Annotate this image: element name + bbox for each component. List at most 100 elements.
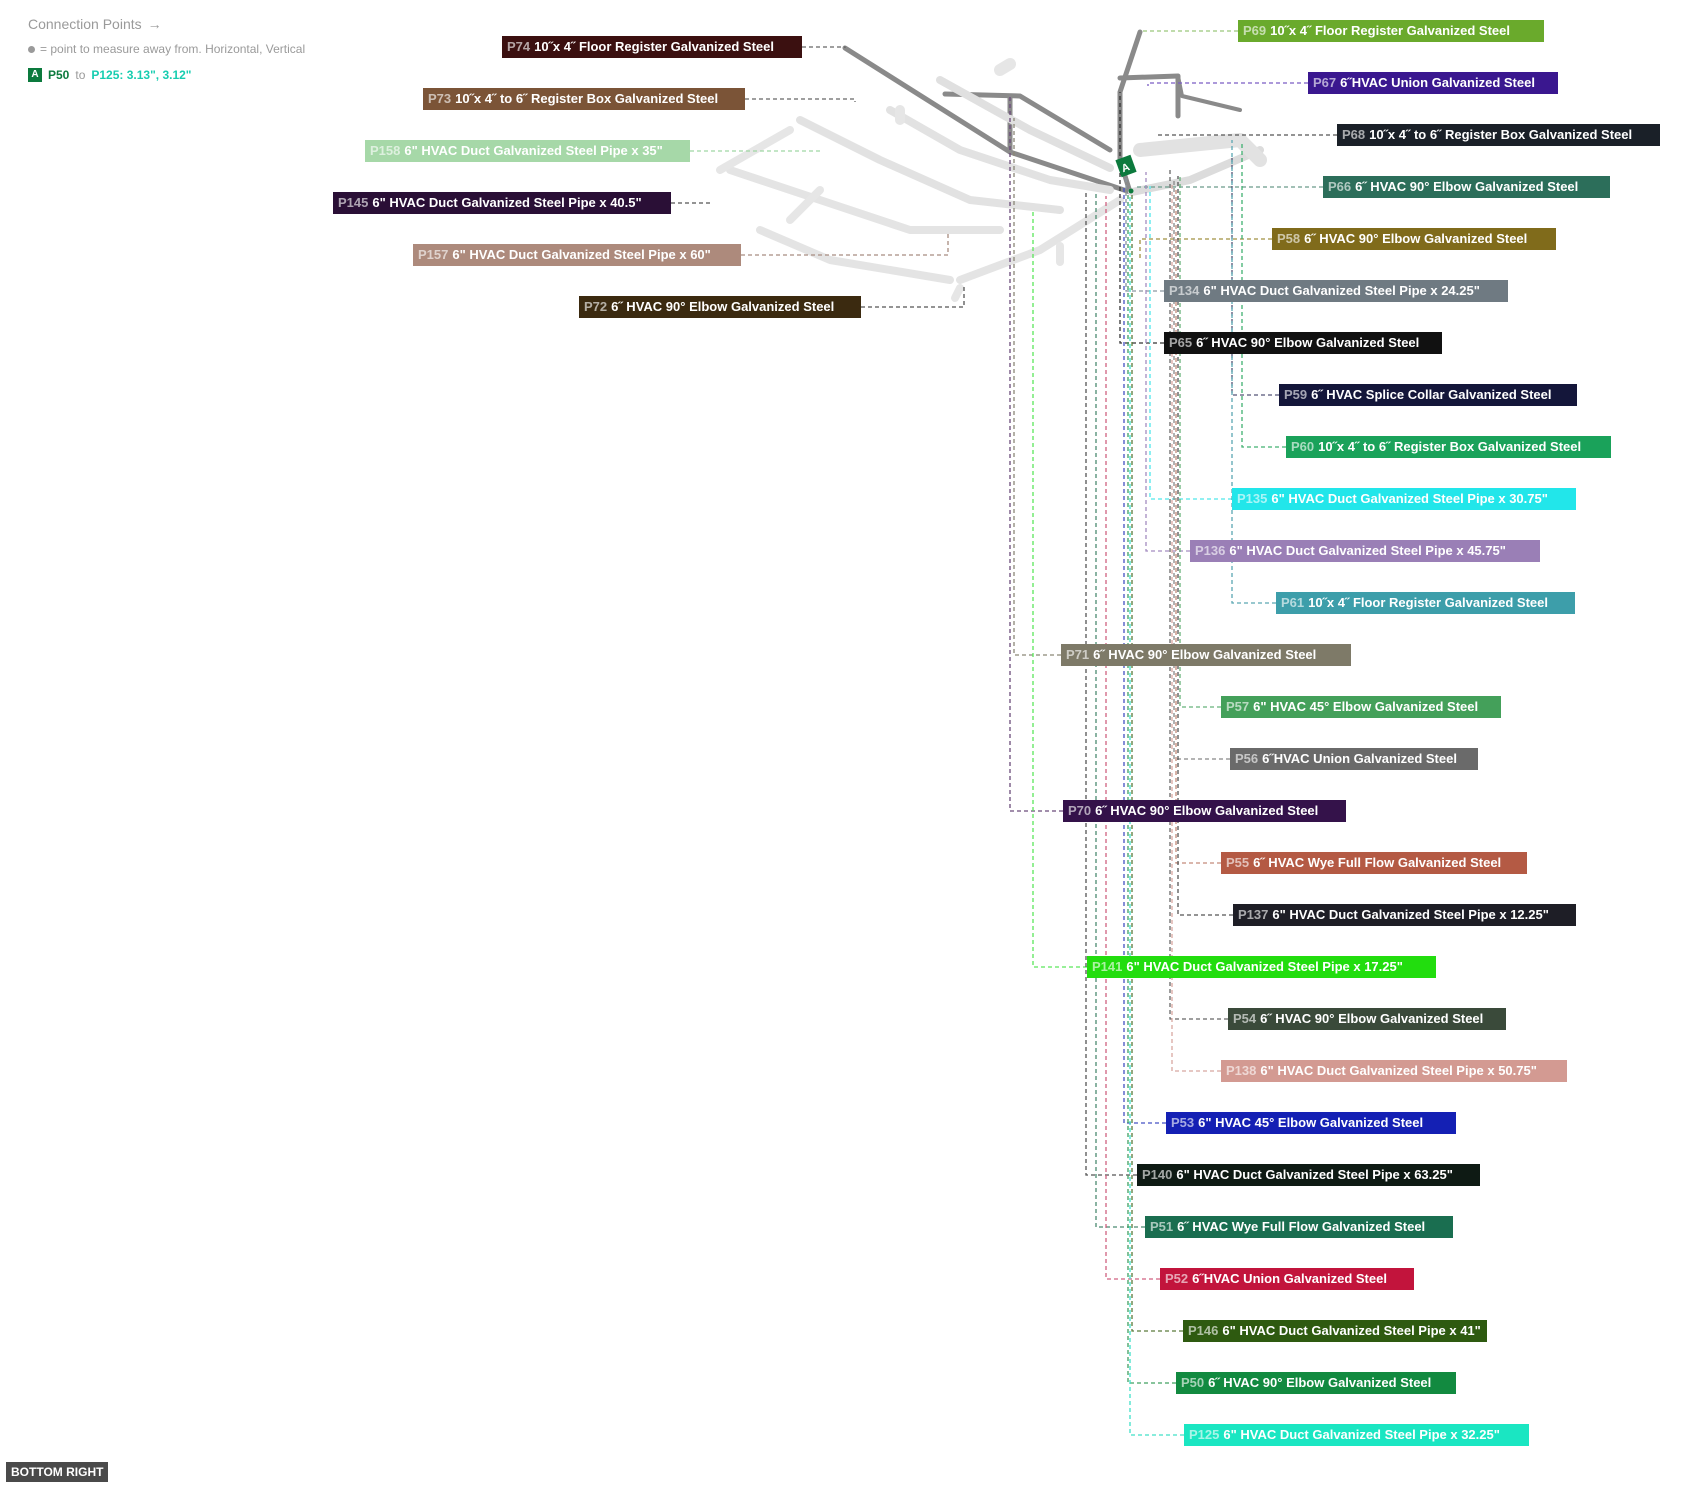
- part-description: 6˝ HVAC Wye Full Flow Galvanized Steel: [1177, 1219, 1426, 1234]
- duct-segment: [994, 58, 1016, 76]
- part-id: P68: [1342, 127, 1366, 142]
- part-id: P72: [584, 299, 608, 314]
- leader-line-p140: [1085, 190, 1137, 1176]
- part-id: P71: [1066, 647, 1090, 662]
- duct-segment: [1133, 133, 1267, 167]
- part-description: 6˝ HVAC 90° Elbow Galvanized Steel: [1355, 179, 1579, 194]
- duct-segment: [1128, 146, 1264, 196]
- legend-hint: = point to measure away from. Horizontal…: [40, 42, 306, 56]
- leader-line-p58: [1139, 238, 1272, 260]
- leader-line-p51: [1095, 192, 1145, 1228]
- legend-title: Connection Points: [28, 16, 142, 32]
- part-id: P59: [1284, 387, 1308, 402]
- leader-line-p137: [1177, 176, 1233, 916]
- leader-line-p61: [1231, 140, 1276, 604]
- leader-line-p145: [671, 202, 711, 204]
- part-description: 6" HVAC Duct Galvanized Steel Pipe x 45.…: [1229, 543, 1506, 558]
- part-id: P60: [1291, 439, 1315, 454]
- part-description: 6" HVAC 45° Elbow Galvanized Steel: [1253, 699, 1479, 714]
- leader-line-p55: [1175, 190, 1221, 864]
- duct-segment: [886, 106, 1114, 194]
- leader-line-p157: [741, 234, 949, 256]
- part-description: 6˝ HVAC 90° Elbow Galvanized Steel: [611, 299, 835, 314]
- part-id: P135: [1237, 491, 1268, 506]
- connection-entry[interactable]: A P50 to P125: 3.13", 3.12": [28, 68, 305, 82]
- leader-line-p146: [1131, 190, 1183, 1332]
- duct-segment: [936, 76, 1114, 172]
- view-corner-label[interactable]: BOTTOM RIGHT: [6, 1462, 109, 1482]
- part-description: 10˝x 4˝ Floor Register Galvanized Steel: [534, 39, 774, 54]
- part-description: 6" HVAC Duct Galvanized Steel Pipe x 24.…: [1203, 283, 1480, 298]
- part-description: 6" HVAC Duct Galvanized Steel Pipe x 35": [404, 143, 663, 158]
- part-description: 6" HVAC Duct Galvanized Steel Pipe x 30.…: [1271, 491, 1548, 506]
- part-id: P57: [1226, 699, 1250, 714]
- part-id: P137: [1238, 907, 1269, 922]
- part-description: 6" HVAC Duct Galvanized Steel Pipe x 41": [1222, 1323, 1481, 1338]
- leader-line-p50: [1127, 192, 1176, 1384]
- leader-line-p125: [1129, 194, 1184, 1436]
- part-id: P146: [1188, 1323, 1219, 1338]
- duct-segment: [951, 284, 964, 302]
- part-id: P51: [1150, 1219, 1174, 1234]
- duct-segment: [786, 186, 824, 224]
- point-dot-icon: [28, 45, 35, 53]
- part-id: P61: [1281, 595, 1305, 610]
- duct-segment: [756, 226, 954, 284]
- part-description: 6" HVAC Duct Galvanized Steel Pipe x 63.…: [1176, 1167, 1453, 1182]
- part-description: 10˝x 4˝ Floor Register Galvanized Steel: [1270, 23, 1510, 38]
- leader-line-p57: [1179, 176, 1221, 708]
- part-description: 6˝ HVAC 90° Elbow Galvanized Steel: [1095, 803, 1319, 818]
- part-description: 10˝x 4˝ to 6˝ Register Box Galvanized St…: [1369, 127, 1633, 142]
- leader-line-p141: [1032, 212, 1087, 968]
- duct-segment: [1176, 74, 1242, 112]
- part-id: P55: [1226, 855, 1250, 870]
- legend-hint-row: = point to measure away from. Horizontal…: [28, 42, 305, 56]
- duct-segment: [956, 196, 1124, 284]
- connection-to-word: to: [75, 68, 86, 82]
- part-description: 6˝ HVAC Splice Collar Galvanized Steel: [1311, 387, 1552, 402]
- part-id: P52: [1165, 1271, 1189, 1286]
- part-description: 6" HVAC Duct Galvanized Steel Pipe x 50.…: [1260, 1063, 1537, 1078]
- leader-line-p135: [1149, 186, 1232, 500]
- part-id: P158: [370, 143, 401, 158]
- duct-segment: [726, 166, 1004, 234]
- connection-badge: A: [28, 68, 42, 82]
- leader-line-p59: [1231, 158, 1279, 396]
- part-id: P73: [428, 91, 452, 106]
- part-description: 6˝HVAC Union Galvanized Steel: [1262, 751, 1457, 766]
